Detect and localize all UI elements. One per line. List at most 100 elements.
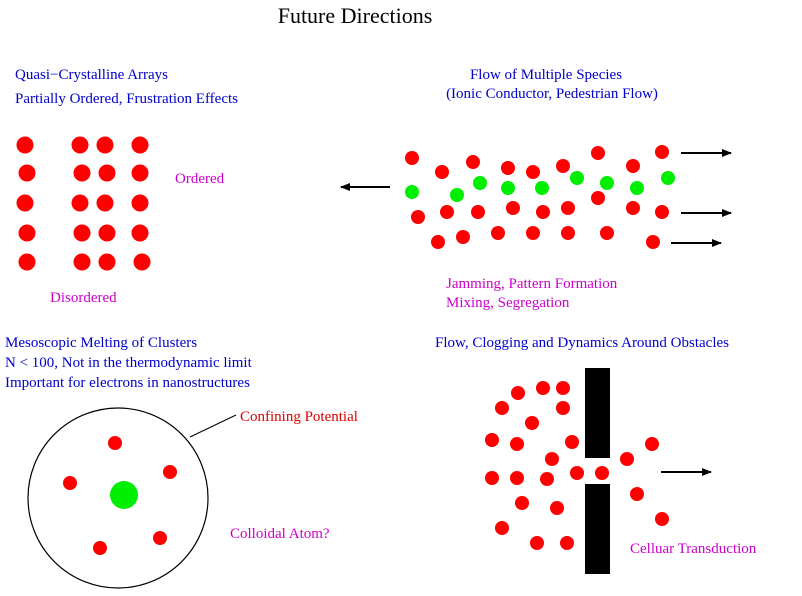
particle-array <box>16 136 151 271</box>
particle <box>131 224 149 242</box>
particle <box>153 531 167 545</box>
particle <box>18 253 36 271</box>
particle <box>661 171 675 185</box>
particle <box>411 210 425 224</box>
particle <box>600 176 614 190</box>
particle <box>535 181 549 195</box>
particle <box>646 235 660 249</box>
page-title: Future Directions <box>278 3 433 28</box>
particle <box>630 181 644 195</box>
label-colloidal-atom: Colloidal Atom? <box>230 526 330 542</box>
particle <box>131 194 149 212</box>
label-confining-potential: Confining Potential <box>240 409 358 425</box>
obstacle-upper <box>585 368 610 458</box>
particle <box>525 416 539 430</box>
particle <box>510 437 524 451</box>
particle <box>560 536 574 550</box>
particle <box>561 226 575 240</box>
particle <box>93 541 107 555</box>
particle <box>501 161 515 175</box>
red-species <box>405 145 669 249</box>
particle <box>63 476 77 490</box>
particle <box>96 194 114 212</box>
particle <box>16 194 34 212</box>
particle <box>491 226 505 240</box>
particle <box>98 164 116 182</box>
particle <box>595 466 609 480</box>
particle <box>530 536 544 550</box>
flow-label-line1: Jamming, Pattern Formation <box>446 276 618 292</box>
particle <box>550 501 564 515</box>
particle <box>600 226 614 240</box>
central-particle <box>110 481 138 509</box>
particle <box>163 465 177 479</box>
flow-label-line2: Mixing, Segregation <box>446 295 570 311</box>
particle <box>405 185 419 199</box>
particle <box>73 224 91 242</box>
obstacles-section: Flow, Clogging and Dynamics Around Obsta… <box>435 335 757 574</box>
particle <box>620 452 634 466</box>
particle <box>545 452 559 466</box>
quasi-heading-line2: Partially Ordered, Frustration Effects <box>15 91 238 107</box>
particle <box>466 155 480 169</box>
particle <box>626 201 640 215</box>
confining-pointer <box>189 414 237 438</box>
obstacles-heading: Flow, Clogging and Dynamics Around Obsta… <box>435 335 729 351</box>
particle <box>18 224 36 242</box>
particle <box>556 381 570 395</box>
flow-heading-line1: Flow of Multiple Species <box>470 67 622 83</box>
cluster-particles <box>63 436 177 555</box>
confining-circle <box>27 407 209 589</box>
quasi-crystalline-section: Quasi−Crystalline Arrays Partially Order… <box>15 67 238 306</box>
particle <box>591 146 605 160</box>
particle <box>501 181 515 195</box>
particle <box>655 145 669 159</box>
particle <box>473 176 487 190</box>
particle <box>18 164 36 182</box>
particle <box>630 487 644 501</box>
particle <box>655 512 669 526</box>
particle <box>71 194 89 212</box>
particle <box>456 230 470 244</box>
obstacle-particles <box>485 381 669 550</box>
particle <box>536 381 550 395</box>
particle <box>485 471 499 485</box>
particle <box>536 205 550 219</box>
particle <box>506 201 520 215</box>
particle <box>98 253 116 271</box>
particle <box>131 136 149 154</box>
melting-heading-line1: Mesoscopic Melting of Clusters <box>5 335 197 351</box>
particle <box>440 205 454 219</box>
flow-species-section: Flow of Multiple Species (Ionic Conducto… <box>340 67 732 311</box>
particle <box>540 472 554 486</box>
particle <box>73 253 91 271</box>
label-disordered: Disordered <box>50 290 117 306</box>
particle <box>108 436 122 450</box>
particle <box>133 253 151 271</box>
particle <box>556 401 570 415</box>
particle <box>471 205 485 219</box>
particle <box>16 136 34 154</box>
particle <box>495 521 509 535</box>
particle <box>485 433 499 447</box>
particle <box>511 386 525 400</box>
particle <box>570 466 584 480</box>
melting-section: Mesoscopic Melting of Clusters N < 100, … <box>5 335 358 589</box>
particle <box>435 165 449 179</box>
particle <box>591 191 605 205</box>
melting-heading-line3: Important for electrons in nanostructure… <box>5 375 250 391</box>
melting-heading-line2: N < 100, Not in the thermodynamic limit <box>5 355 253 371</box>
particle <box>131 164 149 182</box>
particle <box>561 201 575 215</box>
particle <box>565 435 579 449</box>
particle <box>526 226 540 240</box>
particle <box>515 496 529 510</box>
particle <box>655 205 669 219</box>
quasi-heading-line1: Quasi−Crystalline Arrays <box>15 67 168 83</box>
particle <box>73 164 91 182</box>
particle <box>405 151 419 165</box>
label-cellular-transduction: Celluar Transduction <box>630 541 757 557</box>
particle <box>626 159 640 173</box>
particle <box>96 136 114 154</box>
